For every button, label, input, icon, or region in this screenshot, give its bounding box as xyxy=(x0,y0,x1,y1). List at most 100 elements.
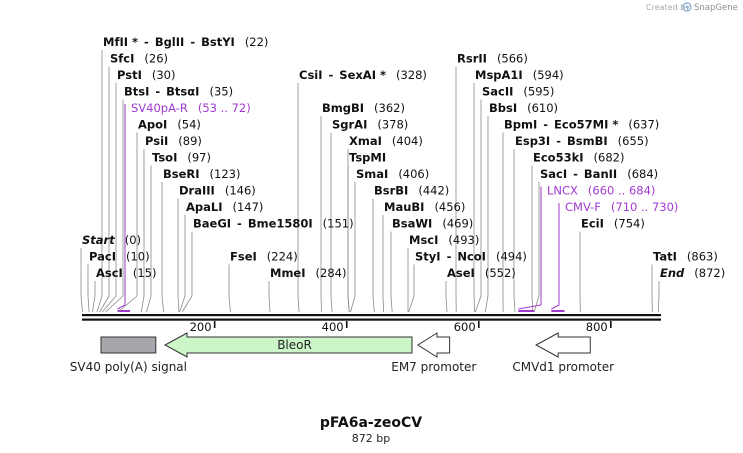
site-label-rsrii: RsrII(566) xyxy=(457,52,528,66)
site-label-bsrbi: BsrBI(442) xyxy=(374,184,449,198)
feature-label-bleor: BleoR xyxy=(277,338,312,352)
site-label-styi: StyI-NcoI(494) xyxy=(415,250,527,264)
primer-leader-sv40pa-r xyxy=(117,104,126,310)
feature-label-em7-promoter: EM7 promoter xyxy=(391,360,476,374)
site-label-sgrai: SgrAI(378) xyxy=(332,118,408,132)
site-label-bsawi: BsaWI(469) xyxy=(392,217,473,231)
site-label-msci: MscI(493) xyxy=(409,233,479,247)
site-leader-bsrbi xyxy=(372,198,375,313)
site-label-asei: AseI(552) xyxy=(447,266,516,280)
feature-em7-promoter xyxy=(416,332,451,358)
primer-label-cmv-f: CMV-F(710 .. 730) xyxy=(565,200,678,214)
primer-label-lncx: LNCX(660 .. 684) xyxy=(547,184,655,198)
site-label-btsi: BtsI-BtsαI(35) xyxy=(124,85,233,99)
site-label-mmei: MmeI(284) xyxy=(270,266,346,280)
site-label-csii: CsiI-SexAI *(328) xyxy=(299,68,427,82)
site-leader-styi xyxy=(408,264,415,313)
site-label-eco53ki: Eco53kI(682) xyxy=(533,151,624,165)
site-leader-sfci xyxy=(99,66,110,313)
site-leader-start xyxy=(80,248,83,313)
snapgene-logo-icon xyxy=(682,2,692,12)
site-label-bpmi: BpmI-Eco57MI *(637) xyxy=(504,118,659,132)
feature-label-sv40-poly-a-signal: SV40 poly(A) signal xyxy=(70,360,187,374)
site-label-tati: TatI(863) xyxy=(653,250,718,264)
primer-arrow-sv40pa-r xyxy=(117,310,131,312)
site-label-fsei: FseI(224) xyxy=(230,250,298,264)
site-label-mfii: MfII *-BglII-BstYI(22) xyxy=(103,35,268,49)
site-leader-mmei xyxy=(268,281,271,313)
site-label-sacii: SacII(595) xyxy=(482,85,554,99)
site-label-tspmi: TspMI xyxy=(349,151,386,165)
site-label-psii: PsiI(89) xyxy=(145,134,202,148)
primer-label-sv40pa-r: SV40pA-R(53 .. 72) xyxy=(131,101,251,115)
site-label-ecii: EciI(754) xyxy=(581,217,645,231)
ruler-tick-label: 400 xyxy=(322,320,344,334)
primer-arrow-lncx xyxy=(518,310,535,312)
feature-label-cmvd1-promoter: CMVd1 promoter xyxy=(512,360,614,374)
feature-cmvd1-promoter xyxy=(535,332,591,358)
site-label-end: End(872) xyxy=(660,266,725,280)
site-leader-sgrai xyxy=(330,132,333,313)
primer-leader-lncx xyxy=(518,186,542,310)
site-leader-draiii xyxy=(177,198,180,313)
ruler-tick xyxy=(213,321,216,328)
site-leader-paci xyxy=(87,264,90,313)
site-label-esp3i: Esp3I-BsmBI(655) xyxy=(515,134,649,148)
ruler-tick-label: 200 xyxy=(190,320,212,334)
site-leader-tspmi xyxy=(347,165,350,313)
site-label-tsoi: TsoI(97) xyxy=(152,151,211,165)
site-label-start: Start(0) xyxy=(82,233,141,247)
site-leader-end xyxy=(657,281,660,313)
site-leader-psti xyxy=(102,83,117,313)
site-leaders xyxy=(80,50,660,313)
site-label-bmgbi: BmgBI(362) xyxy=(322,101,405,115)
plasmid-title: pFA6a-zeoCV 872 bp xyxy=(320,415,422,445)
site-leader-bbsi xyxy=(484,116,489,313)
ruler-tick-label: 800 xyxy=(586,320,608,334)
site-leader-bsawi xyxy=(390,231,393,313)
feature-track: SV40 poly(A) signal BleoR EM7 promoter CMVd… xyxy=(70,332,614,374)
site-leader-fsei xyxy=(228,264,231,313)
site-label-apoi: ApoI(54) xyxy=(138,118,201,132)
site-leader-sacii xyxy=(475,99,482,313)
site-label-draiii: DraIII(146) xyxy=(179,184,256,198)
site-leader-mfii xyxy=(96,50,103,313)
site-leader-apoi xyxy=(117,132,138,313)
site-leader-esp3i xyxy=(513,149,516,313)
site-leader-saci xyxy=(533,182,540,313)
plasmid-name: pFA6a-zeoCV xyxy=(320,415,422,431)
site-label-smai: SmaI(406) xyxy=(356,167,429,181)
credit-prefix: Created by xyxy=(646,3,690,12)
ruler: 200 400 600 800 xyxy=(190,320,612,334)
sequence-backbone xyxy=(82,314,661,321)
site-label-psti: PstI(30) xyxy=(117,68,175,82)
site-leader-smai xyxy=(350,182,356,313)
credit-brand: SnapGene xyxy=(694,3,738,13)
site-label-sfci: SfcI(26) xyxy=(110,52,168,66)
site-leader-btsi xyxy=(105,99,124,313)
site-leader-apali xyxy=(179,215,186,313)
site-labels: MfII *-BglII-BstYI(22) SfcI(26) PstI(30) Bt… xyxy=(82,35,725,280)
site-label-apali: ApaLI(147) xyxy=(186,200,263,214)
site-label-paci: PacI(10) xyxy=(89,250,150,264)
site-label-baegi: BaeGI-Bme1580I(151) xyxy=(193,217,354,231)
site-leader-psii xyxy=(140,149,145,313)
site-leader-asci xyxy=(92,281,96,313)
site-label-xmai: XmaI(404) xyxy=(349,134,423,148)
site-label-mspa1i: MspA1I(594) xyxy=(475,68,564,82)
ruler-tick xyxy=(610,321,612,328)
feature-sv40-poly-a-signal xyxy=(100,336,157,354)
primer-leader-cmv-f xyxy=(551,203,560,310)
site-leader-eco53ki xyxy=(531,165,534,313)
site-leader-maubi xyxy=(382,215,384,313)
site-label-bbsi: BbsI(610) xyxy=(489,101,558,115)
site-leader-bseri xyxy=(161,182,165,313)
ruler-tick xyxy=(345,321,348,328)
site-leader-tsoi xyxy=(146,165,152,313)
plasmid-length: 872 bp xyxy=(352,432,390,445)
ruler-tick-label: 600 xyxy=(454,320,476,334)
primer-arrow-cmv-f xyxy=(551,310,565,312)
site-leader-csii xyxy=(297,83,300,313)
site-label-bseri: BseRI(123) xyxy=(163,167,240,181)
